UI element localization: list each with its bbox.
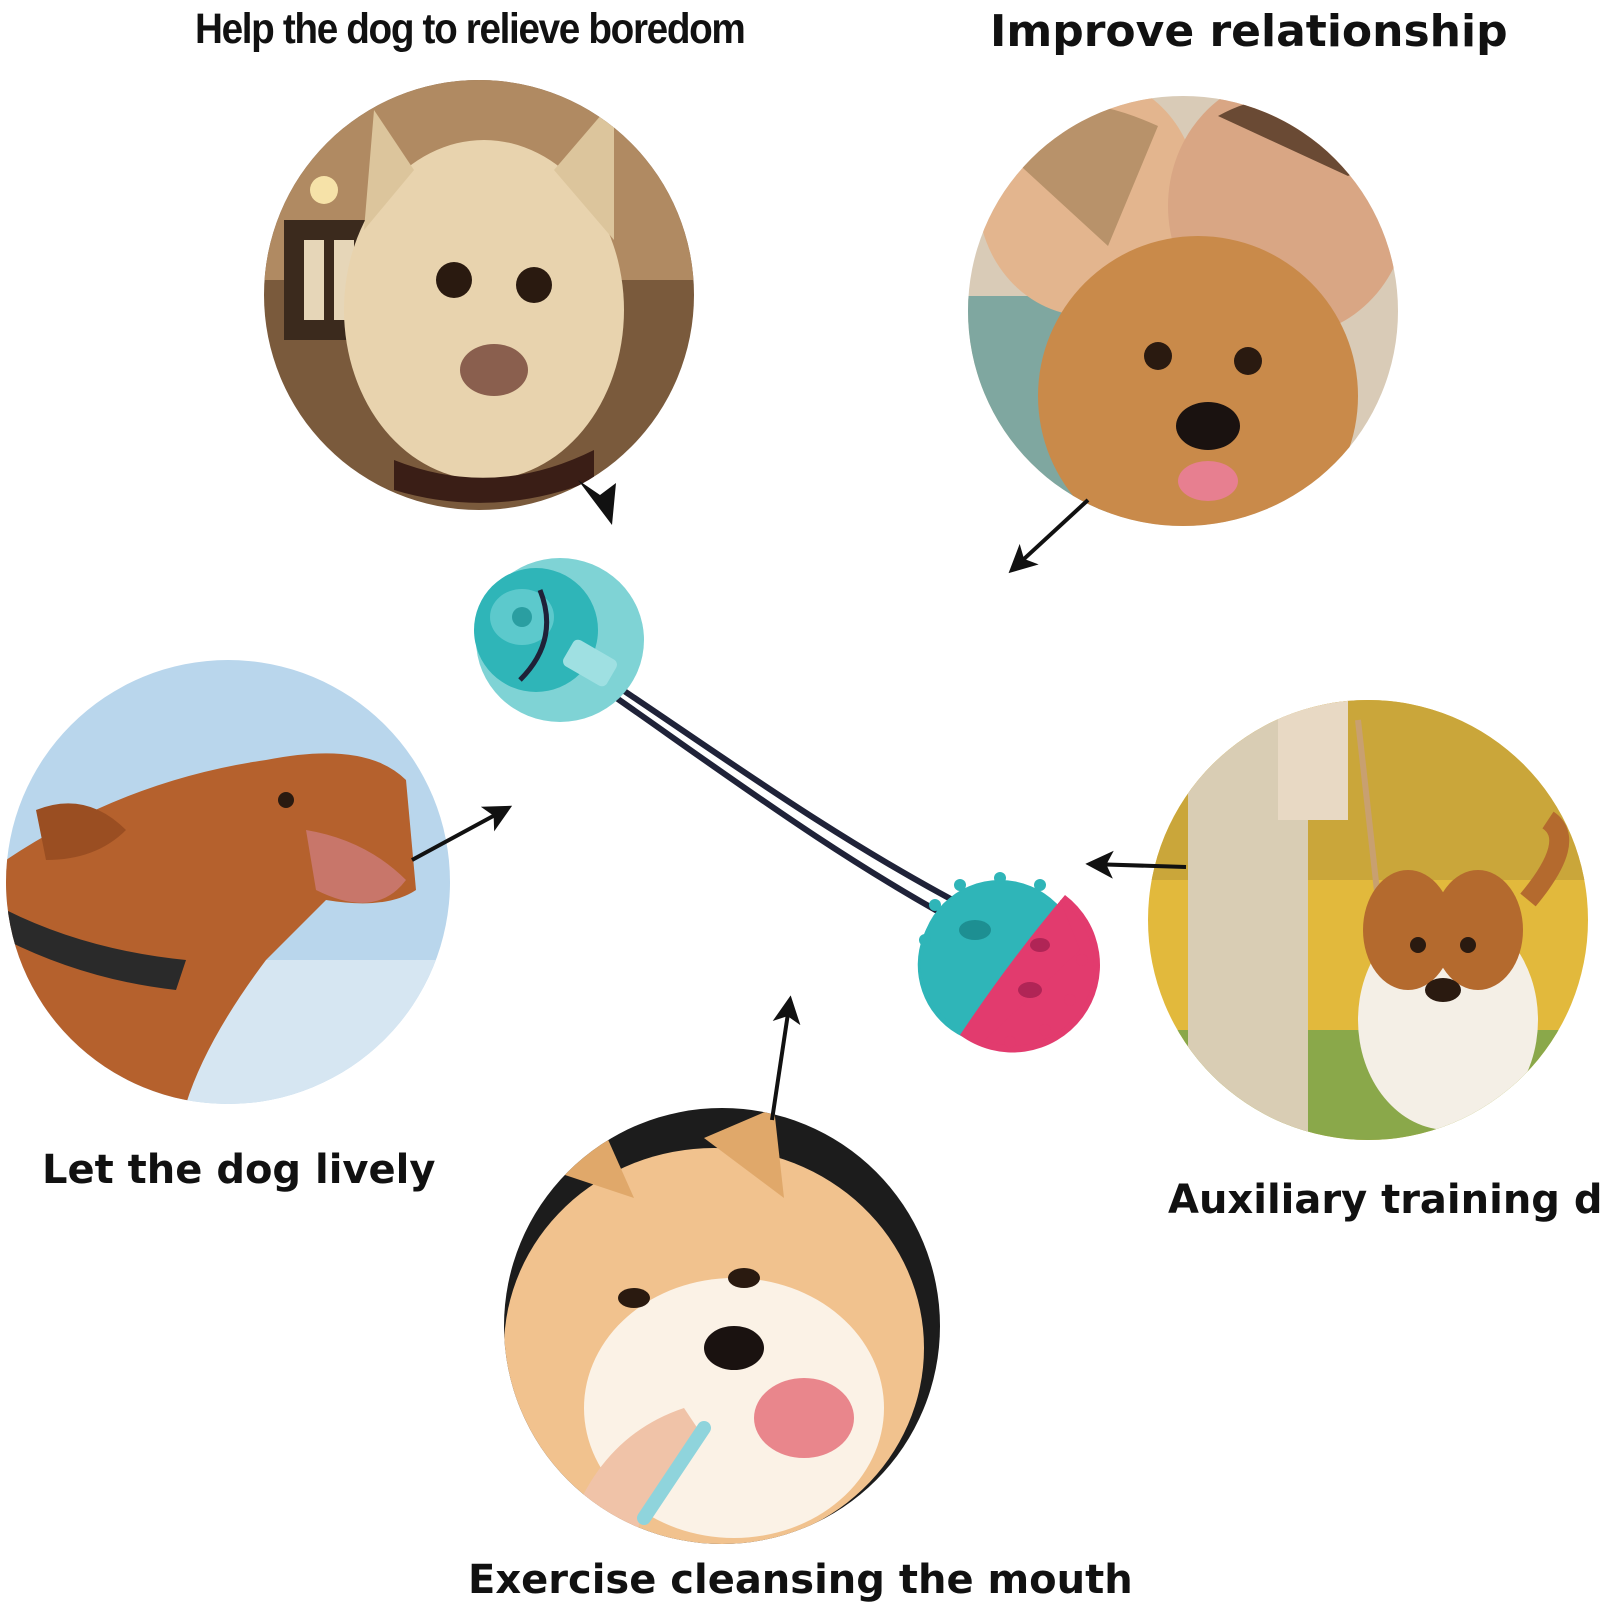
label-auxiliary-training: Auxiliary training dog: [1168, 1177, 1600, 1223]
photo-barking-dog: [6, 660, 450, 1104]
toy-illustration: [474, 558, 1100, 1053]
arrow-from-mouth: [770, 995, 801, 1121]
arrow-from-boredom: [578, 480, 616, 525]
label-dog-lively: Let the dog lively: [42, 1147, 436, 1193]
photo-shiba-toothbrush: [504, 1108, 940, 1544]
label-improve-relationship: Improve relationship: [990, 6, 1508, 57]
label-cleansing-mouth: Exercise cleansing the mouth: [468, 1557, 1133, 1603]
label-relieve-boredom: Help the dog to relieve boredom: [195, 5, 746, 53]
photo-cream-dog: [264, 80, 694, 510]
arrow-from-relationship: [1008, 498, 1090, 574]
photo-beagle-training: [1148, 700, 1588, 1140]
photo-couple-with-dog: [968, 96, 1398, 526]
